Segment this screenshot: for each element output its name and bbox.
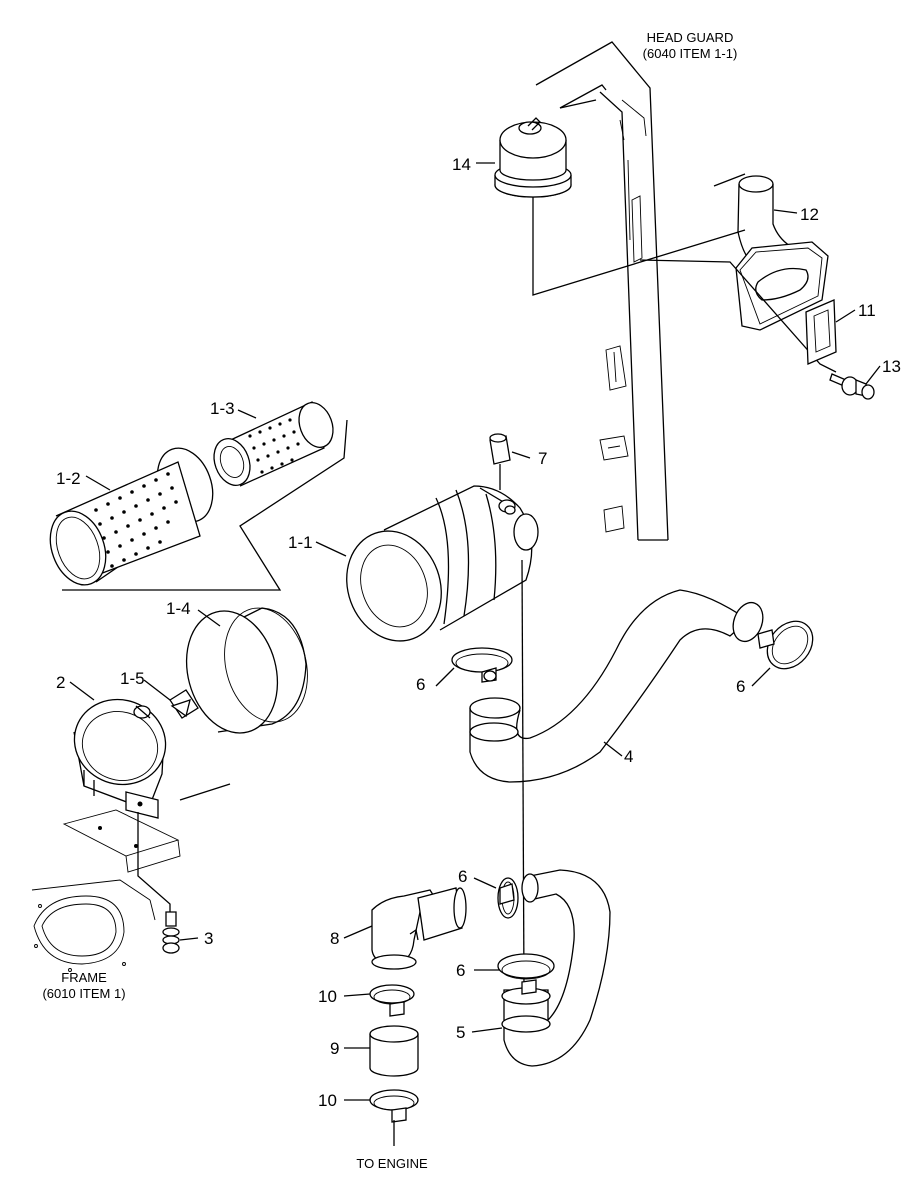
label-14: 14: [452, 155, 471, 174]
hose-clamp-part-6-right: [757, 620, 814, 670]
dust-cap-part-1-4: [185, 607, 308, 734]
leader-lines: [69, 162, 881, 1101]
label-10-upper: 10: [318, 987, 337, 1006]
label-8: 8: [330, 929, 339, 948]
gasket-part-11: [805, 299, 837, 365]
label-5: 5: [456, 1023, 465, 1042]
hose-clamp-part-10-upper: [369, 984, 415, 1017]
intake-duct-part-12: [639, 173, 837, 373]
elbow-part-5: [501, 869, 611, 1067]
mounting-band-part-2: [73, 698, 167, 819]
label-11: 11: [858, 301, 876, 320]
label-10-lower: 10: [318, 1091, 337, 1110]
guide-line-vertical: [521, 559, 525, 991]
restriction-indicator-part-7: [489, 433, 511, 490]
filter-element-group: [62, 419, 348, 591]
label-4: 4: [624, 747, 633, 766]
label-12: 12: [800, 205, 819, 224]
outer-filter-element-part-1-2: [49, 447, 214, 586]
label-1-4: 1-4: [166, 599, 191, 618]
inner-filter-element-part-1-3: [213, 401, 334, 487]
air-cleaner-body-part-1-1: [346, 485, 539, 642]
pre-cleaner-part-14: [494, 117, 746, 296]
hose-part-4: [469, 589, 764, 783]
label-1-3: 1-3: [210, 399, 235, 418]
label-9: 9: [330, 1039, 339, 1058]
bolt-part-3: [162, 911, 180, 954]
label-2: 2: [56, 673, 65, 692]
hose-clamp-part-10-lower: [369, 1089, 419, 1123]
hose-clamp-part-6-lower: [497, 953, 555, 995]
label-1-5: 1-5: [120, 669, 145, 688]
to-engine-callout: TO ENGINE: [356, 1156, 428, 1171]
elbow-part-8: [371, 887, 467, 970]
perforation-holes-1-2: [94, 472, 178, 568]
hose-clamp-part-6-middle: [497, 877, 519, 919]
bolt-part-13: [829, 373, 875, 400]
label-6-right: 6: [736, 677, 745, 696]
label-13: 13: [882, 357, 901, 376]
head-guard-callout-ref: (6040 ITEM 1-1): [643, 46, 738, 61]
label-1-1: 1-1: [288, 533, 313, 552]
frame-plate: [31, 879, 156, 972]
hose-part-9: [369, 1025, 419, 1077]
label-1-2: 1-2: [56, 469, 81, 488]
head-guard-pillar: [535, 41, 669, 541]
evacuator-valve-part-1-5: [169, 689, 199, 719]
hose-clamp-part-6-upper: [451, 647, 513, 683]
head-guard-callout-title: HEAD GUARD: [647, 30, 734, 45]
label-3: 3: [204, 929, 213, 948]
frame-callout-ref: (6010 ITEM 1): [42, 986, 125, 1001]
label-6-lower: 6: [456, 961, 465, 980]
label-6-middle: 6: [458, 867, 467, 886]
frame-callout-title: FRAME: [61, 970, 107, 985]
label-6-upper: 6: [416, 675, 425, 694]
frame-bracket: [62, 783, 231, 912]
label-7: 7: [538, 449, 547, 468]
